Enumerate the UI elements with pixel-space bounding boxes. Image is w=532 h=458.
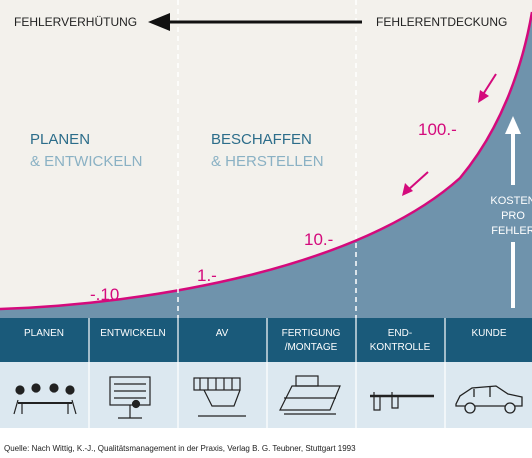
stage-band — [0, 318, 532, 362]
header-arrow-head — [148, 13, 170, 31]
cost-axis-arrow-icon — [505, 116, 521, 308]
phase-subtitle-1: & ENTWICKELN — [30, 153, 143, 170]
stage-label-end: END- — [388, 328, 412, 339]
meeting-table-icon — [13, 383, 77, 415]
axis-label-3: FEHLER — [491, 225, 532, 237]
axis-label-1: KOSTEN — [490, 195, 532, 207]
cost-value-3: 10.- — [304, 230, 333, 249]
stage-label-entwickeln: ENTWICKELN — [100, 328, 166, 339]
axis-label-2: PRO — [501, 210, 525, 222]
stage-label-fertigung: FERTIGUNG — [282, 328, 341, 339]
stage-label-kontrolle: KONTROLLE — [370, 342, 431, 353]
stage-label-kunde: KUNDE — [471, 328, 506, 339]
assembly-machine-icon — [279, 375, 341, 415]
cost-value-4: 100.- — [418, 120, 457, 139]
cost-area-fill — [0, 12, 532, 318]
cost-value-1: -.10 — [90, 285, 119, 304]
car-icon — [455, 385, 523, 414]
phase-subtitle-2: & HERSTELLEN — [211, 153, 324, 170]
stage-label-planen: PLANEN — [24, 328, 64, 339]
phase-title-1: PLANEN — [30, 131, 90, 148]
caliper-icon — [370, 392, 434, 411]
icon-band — [0, 362, 532, 428]
stage-label-montage: /MONTAGE — [285, 342, 338, 353]
source-caption: Quelle: Nach Wittig, K.-J., Qualitätsman… — [4, 444, 356, 453]
pointer-arrow-icon — [478, 73, 497, 103]
cost-value-2: 1.- — [197, 266, 217, 285]
phase-title-2: BESCHAFFEN — [211, 131, 312, 148]
stage-label-av: AV — [216, 328, 229, 339]
machine-tool-icon — [193, 377, 246, 417]
header-right-label: FEHLERENTDECKUNG — [376, 15, 507, 29]
drafting-board-icon — [109, 376, 151, 419]
header-left-label: FEHLERVERHÜTUNG — [14, 15, 137, 29]
cost-curve — [0, 11, 532, 311]
pointer-arrow-icon — [402, 171, 429, 196]
